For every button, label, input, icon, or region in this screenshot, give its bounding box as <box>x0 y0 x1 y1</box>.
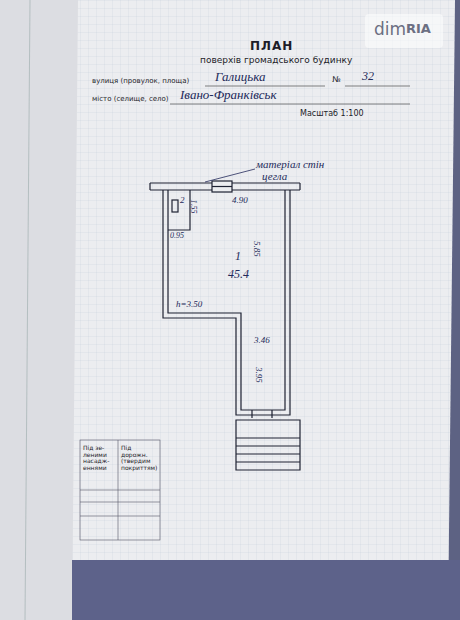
dimension: 3.95 <box>253 367 263 383</box>
watermark: RIA <box>406 22 431 36</box>
handwritten-city: Івано-Франківськ <box>180 88 277 102</box>
table-cell: Під дорожн. (твердим покриттям) <box>121 445 157 471</box>
dimension: 3.46 <box>254 336 270 346</box>
dimension: h=3.50 <box>176 300 202 310</box>
dimension: 1.55 <box>189 199 198 213</box>
plan-title: ПЛАН <box>250 40 293 53</box>
wall-material-note: матеріал стін <box>256 158 324 170</box>
table-cell: Під зе- леними насадж- еннями <box>83 445 116 471</box>
watermark: dim <box>374 20 406 39</box>
subtitle: поверхів громадського будинку <box>200 56 352 66</box>
field-caption: № <box>332 76 340 85</box>
scale-note: Масштаб 1:100 <box>300 110 364 119</box>
handwritten-number: 32 <box>362 70 374 83</box>
room-area: 145.4 <box>190 240 280 290</box>
room-label: 45.4 <box>228 268 249 281</box>
room-label: 2 <box>180 196 185 206</box>
dimension: 0.95 <box>170 232 184 241</box>
wall-material-note: цегла <box>262 170 287 182</box>
field-caption: вулиця (провулок, площа) <box>92 78 189 86</box>
dimension: 5.85 <box>251 241 261 257</box>
field-caption: місто (селище, село) <box>92 96 169 104</box>
room-area: 2 <box>168 190 190 230</box>
handwritten-street: Галицька <box>215 70 265 84</box>
room-label: 1 <box>235 250 241 263</box>
dimension: 4.90 <box>232 196 248 206</box>
